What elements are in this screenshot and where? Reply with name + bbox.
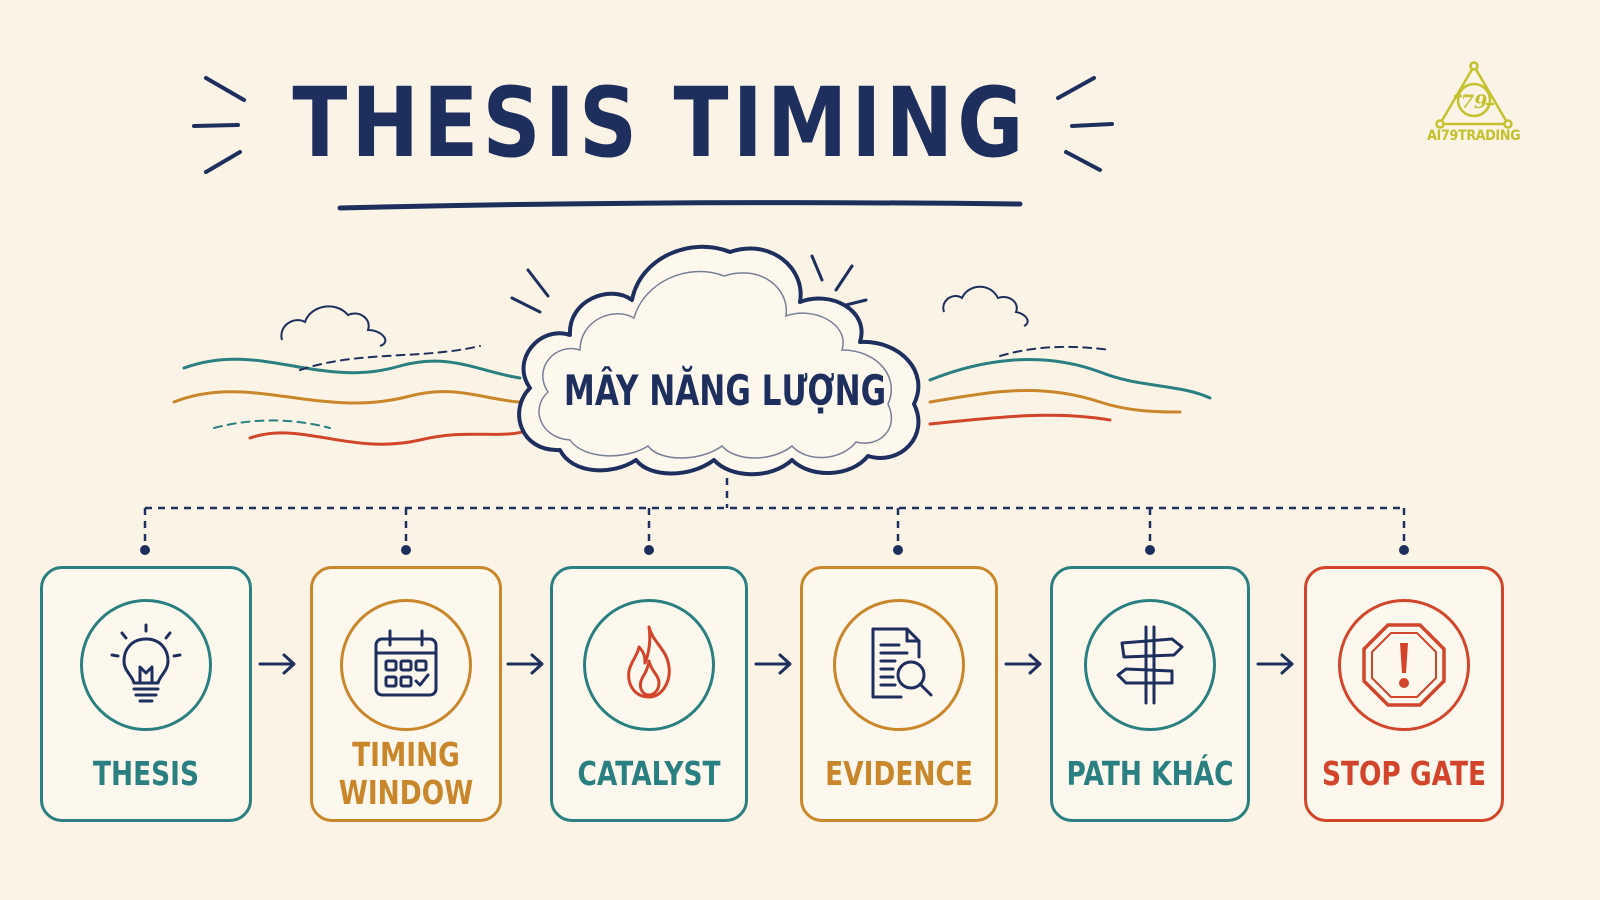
document-search-icon (871, 627, 933, 699)
signpost-icon (1116, 625, 1184, 705)
step-catalyst-label-line: CATALYST (577, 754, 721, 793)
step-evidence: EVIDENCE (800, 566, 998, 822)
brand-logo-icon: 79 (1435, 61, 1513, 129)
flow-arrow-5 (1256, 653, 1294, 675)
step-evidence-icon-circle (833, 599, 965, 731)
step-thesis-label-line: THESIS (93, 754, 199, 793)
step-path-khac-icon-circle (1084, 599, 1216, 731)
step-catalyst-label: CATALYST (572, 739, 726, 809)
brand-logo-text: AI79TRADING (1427, 128, 1521, 144)
title-emphasis-strokes (192, 76, 1114, 174)
energy-cloud-inner-outline (538, 270, 893, 459)
step-stop-gate-label-line: STOP GATE (1321, 754, 1487, 793)
energy-waves-left (172, 345, 532, 446)
step-catalyst-icon-circle (583, 599, 715, 731)
connector-dots (140, 545, 1409, 555)
flow-arrow-1 (258, 653, 296, 675)
step-thesis: THESIS (40, 566, 252, 822)
brand-logo-mark: 79 (1461, 91, 1487, 113)
step-stop-gate-icon-circle (1338, 599, 1470, 731)
step-stop-gate-label: STOP GATE (1322, 739, 1486, 809)
small-cloud-left (280, 305, 387, 347)
flow-arrow-2 (506, 653, 544, 675)
cloud-sparkle-strokes (510, 254, 868, 314)
step-path-khac-label: PATH KHÁC (1067, 739, 1234, 809)
step-evidence-label: EVIDENCE (822, 739, 976, 809)
energy-cloud-label: MÂY NĂNG LƯỢNG (563, 365, 887, 415)
stop-warning-icon (1362, 623, 1446, 707)
step-catalyst: CATALYST (550, 566, 748, 822)
step-timing-window-label-line-2: WINDOW (338, 773, 474, 812)
step-timing-window-label: TIMING WINDOW (332, 735, 481, 812)
page-title: THESIS TIMING (292, 67, 1028, 179)
small-cloud-right (942, 285, 1029, 327)
lightbulb-icon (110, 623, 182, 703)
step-path-khac: PATH KHÁC (1050, 566, 1250, 822)
step-path-khac-label-line: PATH KHÁC (1066, 754, 1234, 793)
step-thesis-label: THESIS (64, 739, 229, 809)
energy-waves-right (928, 345, 1212, 426)
connector-lines (143, 478, 1406, 548)
flow-arrow-4 (1004, 653, 1042, 675)
step-stop-gate: STOP GATE (1304, 566, 1504, 822)
energy-cloud (517, 244, 921, 477)
step-timing-window-label-line-1: TIMING (352, 735, 460, 774)
step-timing-window-icon-circle (340, 599, 472, 731)
calendar-icon (374, 629, 438, 697)
brand-logo: 79 AI79TRADING (1424, 60, 1524, 160)
step-thesis-icon-circle (80, 599, 212, 731)
title-underline (337, 200, 1023, 211)
flame-icon (627, 625, 671, 699)
step-timing-window: TIMING WINDOW (310, 566, 502, 822)
flow-arrow-3 (754, 653, 792, 675)
step-evidence-label-line: EVIDENCE (825, 754, 973, 793)
